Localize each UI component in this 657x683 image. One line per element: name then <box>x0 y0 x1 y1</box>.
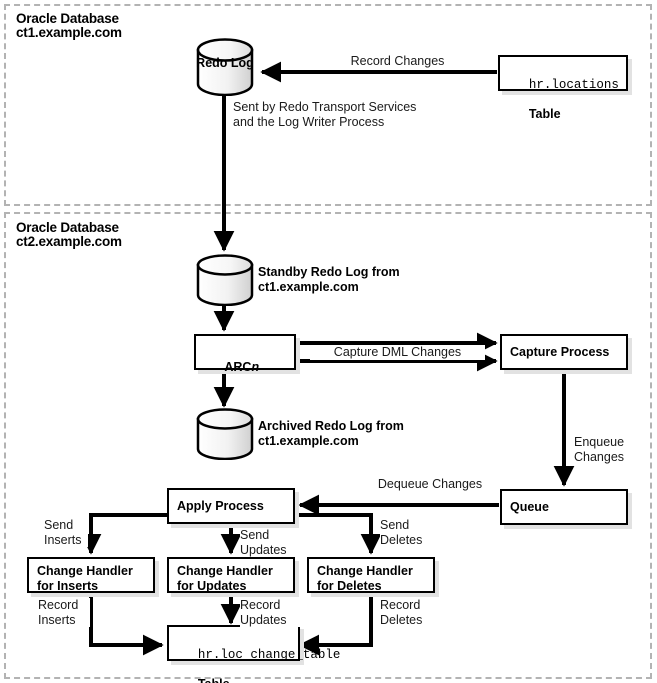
capture-process-label: Capture Process <box>510 345 610 359</box>
change-handler-inserts-label: Change Handler for Inserts <box>37 564 133 593</box>
caption-dequeue-changes: Dequeue Changes <box>360 477 500 492</box>
queue-label: Queue <box>510 500 549 514</box>
caption-record-inserts: Record Inserts <box>38 598 90 627</box>
hr-loc-change-table-suffix: Table <box>198 677 230 683</box>
node-change-handler-deletes[interactable]: Change Handler for Deletes <box>307 557 435 593</box>
hr-locations-name: hr.locations <box>528 77 619 92</box>
node-apply-process[interactable]: Apply Process <box>167 488 295 524</box>
edge-send-deletes <box>295 513 382 555</box>
caption-record-updates: Record Updates <box>240 598 302 627</box>
node-arcn[interactable]: ARCn <box>194 334 296 374</box>
archived-redo-log-label: Archived Redo Log from ct1.example.com <box>258 419 404 448</box>
arcn-label: ARCn <box>204 345 259 389</box>
node-change-handler-inserts[interactable]: Change Handler for Inserts <box>27 557 155 593</box>
node-queue[interactable]: Queue <box>500 489 628 525</box>
cylinder-shape <box>196 254 254 307</box>
edge-record-deletes <box>298 592 373 656</box>
caption-send-inserts: Send Inserts <box>44 518 88 547</box>
caption-enqueue-changes: Enqueue Changes <box>574 435 644 464</box>
node-hr-loc-change-table[interactable]: hr.loc_change_table Table <box>167 625 340 683</box>
node-capture-process[interactable]: Capture Process <box>500 334 628 370</box>
region-source-database-label: Oracle Database ct1.example.com <box>16 11 122 40</box>
edge-send-inserts <box>80 513 167 555</box>
edge-record-inserts <box>89 592 164 656</box>
node-hr-locations-table[interactable]: hr.locations Table <box>498 55 628 121</box>
apply-process-label: Apply Process <box>177 499 264 513</box>
arcn-label-italic: n <box>251 359 260 374</box>
cylinder-shape <box>196 38 254 97</box>
caption-record-deletes: Record Deletes <box>380 598 438 627</box>
node-change-handler-updates[interactable]: Change Handler for Updates <box>167 557 295 593</box>
hr-locations-table-label: hr.locations Table <box>508 62 619 136</box>
archived-redo-log-cylinder <box>196 408 254 461</box>
region-staging-database-label: Oracle Database ct2.example.com <box>16 220 122 249</box>
caption-sent-by-redo-transport: Sent by Redo Transport Services and the … <box>233 100 463 129</box>
region-source-database <box>4 4 652 206</box>
region-staging-database <box>4 212 652 679</box>
cylinder-shape <box>196 408 254 461</box>
caption-record-changes: Record Changes <box>325 54 470 69</box>
change-handler-deletes-label: Change Handler for Deletes <box>317 564 413 593</box>
hr-locations-suffix: Table <box>528 106 561 121</box>
caption-send-updates: Send Updates <box>240 528 300 557</box>
hr-loc-change-table-name: hr.loc_change_table <box>197 647 341 662</box>
redo-log-cylinder: Redo Log <box>196 38 254 97</box>
caption-capture-dml-changes: Capture DML Changes <box>310 345 485 360</box>
arcn-label-prefix: ARC <box>224 359 252 374</box>
standby-redo-log-cylinder <box>196 254 254 307</box>
hr-loc-change-table-label: hr.loc_change_table Table <box>177 632 341 683</box>
standby-redo-log-label: Standby Redo Log from ct1.example.com <box>258 265 400 294</box>
caption-send-deletes: Send Deletes <box>380 518 436 547</box>
change-handler-updates-label: Change Handler for Updates <box>177 564 273 593</box>
